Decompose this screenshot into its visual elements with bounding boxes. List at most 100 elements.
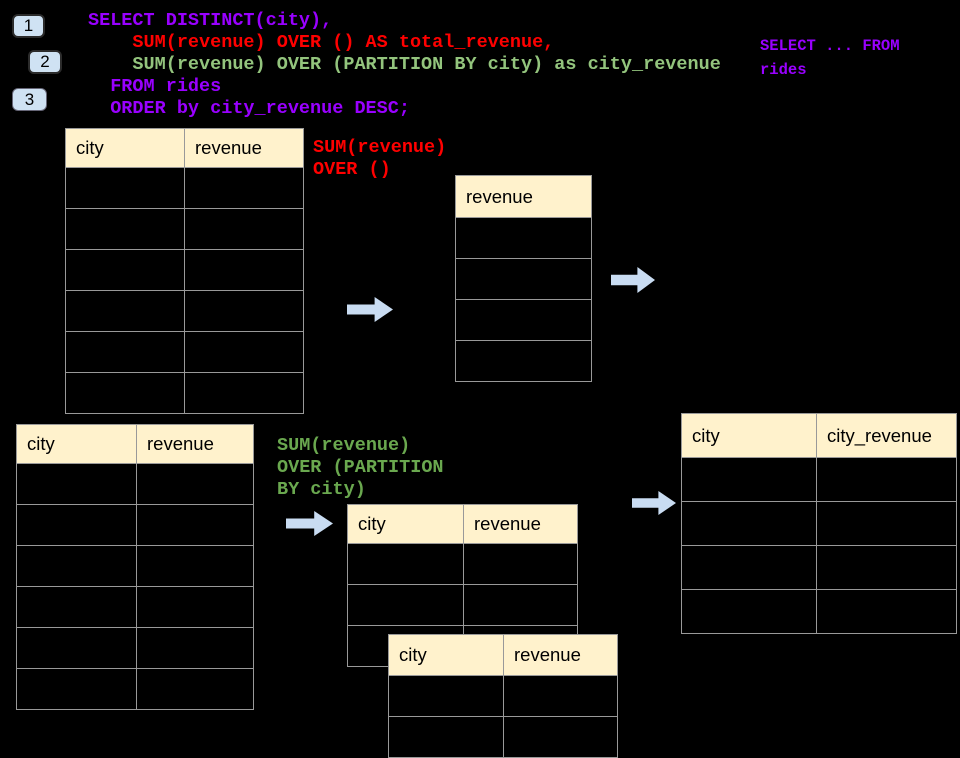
- table-row: [681, 545, 957, 590]
- empty-cell: [816, 589, 957, 634]
- table-row: [16, 545, 254, 587]
- empty-cell: [16, 463, 137, 505]
- table-row: [65, 208, 304, 250]
- column-header-city: city: [347, 504, 464, 544]
- code-line: BY city): [277, 479, 366, 500]
- table-row: [16, 504, 254, 546]
- empty-cell: [136, 668, 254, 710]
- empty-cell: [16, 504, 137, 546]
- step-badge-3: 3: [12, 88, 47, 111]
- column-header-revenue: revenue: [455, 175, 592, 218]
- table-row: [16, 668, 254, 710]
- right-arrow-icon: [286, 511, 333, 536]
- empty-cell: [681, 457, 817, 502]
- column-header-city_revenue: city_revenue: [816, 413, 957, 458]
- empty-cell: [16, 586, 137, 628]
- empty-cell: [184, 290, 304, 332]
- step-badge-2: 2: [28, 50, 62, 74]
- empty-cell: [65, 249, 185, 291]
- table-row: [455, 258, 592, 300]
- empty-cell: [455, 258, 592, 300]
- empty-cell: [388, 675, 504, 717]
- empty-cell: [136, 463, 254, 505]
- annotation-total-revenue: SUM(revenue)OVER (): [313, 137, 446, 181]
- table-row: [388, 716, 618, 758]
- column-header-city: city: [65, 128, 185, 168]
- table-row: [455, 340, 592, 382]
- empty-cell: [347, 543, 464, 585]
- code-line: FROM rides: [88, 76, 222, 97]
- empty-cell: [65, 290, 185, 332]
- table-row: [16, 463, 254, 505]
- table-row: [455, 299, 592, 341]
- code-line: OVER (): [313, 159, 391, 180]
- table-row: [681, 589, 957, 634]
- code-line: SUM(revenue) OVER () AS total_revenue,: [88, 32, 555, 53]
- column-header-revenue: revenue: [136, 424, 254, 464]
- empty-cell: [455, 299, 592, 341]
- empty-cell: [16, 668, 137, 710]
- table-row: [65, 331, 304, 373]
- empty-cell: [463, 584, 578, 626]
- table-row: [347, 584, 578, 626]
- empty-cell: [455, 340, 592, 382]
- empty-cell: [816, 545, 957, 590]
- empty-cell: [681, 501, 817, 546]
- column-header-revenue: revenue: [184, 128, 304, 168]
- canvas: { "colors": { "page-bg": "#000000", "cod…: [12, 10, 957, 758]
- empty-cell: [816, 457, 957, 502]
- empty-cell: [184, 249, 304, 291]
- empty-cell: [455, 217, 592, 259]
- table-row: [65, 372, 304, 414]
- empty-cell: [388, 716, 504, 758]
- table-row: [65, 249, 304, 291]
- empty-cell: [65, 372, 185, 414]
- empty-cell: [136, 627, 254, 669]
- code-line: SUM(revenue): [277, 435, 411, 456]
- column-header-city: city: [16, 424, 137, 464]
- empty-cell: [347, 584, 464, 626]
- code-line: SUM(revenue): [313, 137, 447, 158]
- table-total-revenue-result: revenue: [455, 175, 592, 382]
- empty-cell: [136, 545, 254, 587]
- table-row: [65, 167, 304, 209]
- empty-cell: [65, 331, 185, 373]
- empty-cell: [136, 586, 254, 628]
- empty-cell: [503, 675, 618, 717]
- empty-cell: [184, 372, 304, 414]
- empty-cell: [16, 545, 137, 587]
- table-row: [681, 457, 957, 502]
- table-row: [16, 586, 254, 628]
- table-row: [16, 627, 254, 669]
- right-arrow-icon: [347, 297, 393, 322]
- empty-cell: [503, 716, 618, 758]
- code-line: SUM(revenue) OVER (PARTITION BY city) as…: [88, 54, 721, 75]
- column-header-city: city: [681, 413, 817, 458]
- empty-cell: [184, 208, 304, 250]
- empty-cell: [16, 627, 137, 669]
- code-line: OVER (PARTITION: [277, 457, 444, 478]
- column-header-revenue: revenue: [503, 634, 618, 676]
- empty-cell: [136, 504, 254, 546]
- table-header-row: revenue: [455, 175, 592, 218]
- empty-cell: [463, 543, 578, 585]
- table-row: [65, 290, 304, 332]
- empty-cell: [65, 167, 185, 209]
- table-row: [388, 675, 618, 717]
- table-row: [681, 501, 957, 546]
- code-line: rides: [760, 61, 807, 79]
- table-row: [455, 217, 592, 259]
- column-header-revenue: revenue: [463, 504, 578, 544]
- empty-cell: [184, 167, 304, 209]
- empty-cell: [681, 545, 817, 590]
